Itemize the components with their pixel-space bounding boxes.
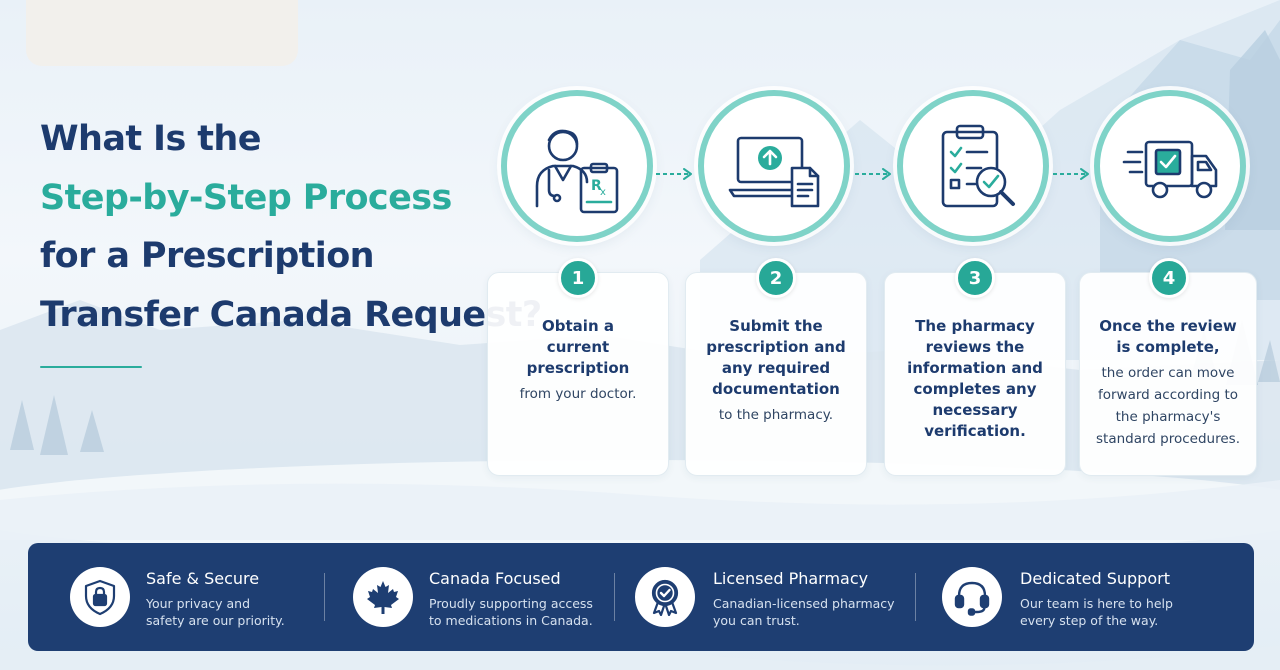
svg-text:x: x	[600, 187, 606, 198]
arrow-right-icon	[1053, 168, 1089, 180]
feature-divider	[915, 573, 916, 621]
step-4-card	[1079, 272, 1257, 476]
step-3-bold-line: verification.	[924, 422, 1026, 440]
feature-icon-circle	[353, 567, 413, 627]
step-4-regular-line: the order can move	[1101, 365, 1235, 381]
award-badge-icon	[651, 579, 679, 616]
step-2-text: Submit the prescription and any required…	[685, 316, 867, 426]
feature-desc-line: to medications in Canada.	[429, 613, 593, 628]
feature-desc-line: Your privacy and	[146, 596, 251, 611]
arrow-right-icon	[656, 168, 692, 180]
feature-title: Dedicated Support	[1020, 569, 1170, 588]
step-2-bold-line: documentation	[712, 380, 840, 398]
step-4-regular-line: forward according to	[1097, 387, 1239, 403]
step-4-regular-line: standard procedures.	[1096, 431, 1240, 447]
headline-line-4: Transfer Canada Request?	[40, 294, 542, 335]
step-2-bold-line: Submit the	[729, 317, 823, 335]
step-2-number-badge: 2	[756, 258, 796, 298]
step-1-bold-line: current prescription	[526, 338, 630, 377]
feature-desc-line: every step of the way.	[1020, 613, 1159, 628]
feature-divider	[614, 573, 615, 621]
feature-description: Our team is here to help every step of t…	[1020, 595, 1173, 629]
arrow-right-icon	[855, 168, 891, 180]
step-2-bold-line: prescription and	[706, 338, 846, 356]
svg-text:R: R	[591, 178, 602, 194]
step-2-bold-line: any required	[721, 359, 831, 377]
step-3-bold-line: information and	[907, 359, 1043, 377]
feature-dedicated-support: Dedicated Support Our team is here to he…	[916, 543, 1254, 651]
step-2-icon-circle	[698, 90, 850, 242]
feature-title: Safe & Secure	[146, 569, 260, 588]
feature-description: Your privacy and safety are our priority…	[146, 595, 285, 629]
delivery-truck-icon	[1122, 140, 1218, 199]
step-1-number-badge: 1	[558, 258, 598, 298]
step-3-text: The pharmacy reviews the information and…	[884, 316, 1066, 442]
feature-divider	[324, 573, 325, 621]
step-1-card	[487, 272, 669, 476]
headline-line-2: Step-by-Step Process	[40, 177, 452, 218]
feature-description: Proudly supporting access to medications…	[429, 595, 593, 629]
step-1-text: Obtain a current prescription from your …	[487, 316, 669, 405]
step-3-bold-line: necessary	[932, 401, 1018, 419]
feature-canada-focused: Canada Focused Proudly supporting access…	[325, 543, 613, 651]
step-3-bold-line: reviews the	[925, 338, 1025, 356]
step-4-bold-line: is complete,	[1116, 338, 1220, 356]
step-3-icon-circle	[897, 90, 1049, 242]
feature-desc-line: Our team is here to help	[1020, 596, 1173, 611]
step-4-regular-line: the pharmacy's	[1115, 409, 1221, 425]
features-bar: Safe & Secure Your privacy and safety ar…	[28, 543, 1254, 651]
feature-desc-line: Proudly supporting access	[429, 596, 593, 611]
top-placeholder-panel	[26, 0, 298, 66]
step-3-bold-line: completes any	[913, 380, 1037, 398]
feature-desc-line: Canadian-licensed pharmacy	[713, 596, 895, 611]
feature-title: Canada Focused	[429, 569, 561, 588]
step-4-icon-circle	[1094, 90, 1246, 242]
clipboard-checklist-search-icon	[941, 124, 1015, 208]
step-1-regular-line: from your doctor.	[519, 386, 637, 402]
step-1-icon-circle: R x	[501, 90, 653, 242]
step-2-regular-line: to the pharmacy.	[718, 407, 834, 423]
feature-title: Licensed Pharmacy	[713, 569, 869, 588]
headset-icon	[954, 581, 990, 616]
feature-desc-line: you can trust.	[713, 613, 800, 628]
step-3-bold-line: The pharmacy	[915, 317, 1035, 335]
laptop-upload-icon	[728, 136, 820, 208]
step-4-number-badge: 4	[1149, 258, 1189, 298]
maple-leaf-icon	[367, 581, 399, 614]
page-headline: What Is the Step-by-Step Process for a P…	[40, 110, 542, 344]
feature-desc-line: safety are our priority.	[146, 613, 285, 628]
headline-divider	[40, 366, 142, 368]
doctor-prescription-icon: R x	[535, 129, 619, 214]
headline-line-1: What Is the	[40, 119, 261, 159]
step-4-bold-line: Once the review	[1099, 317, 1237, 335]
step-1-bold-line: Obtain a	[542, 317, 614, 335]
feature-icon-circle	[635, 567, 695, 627]
feature-description: Canadian-licensed pharmacy you can trust…	[713, 595, 895, 629]
feature-icon-circle	[942, 567, 1002, 627]
headline-line-3: for a Prescription	[40, 236, 375, 276]
shield-lock-icon	[84, 579, 116, 616]
feature-icon-circle	[70, 567, 130, 627]
feature-licensed-pharmacy: Licensed Pharmacy Canadian-licensed phar…	[615, 543, 915, 651]
feature-safe-secure: Safe & Secure Your privacy and safety ar…	[28, 543, 324, 651]
step-4-text: Once the review is complete, the order c…	[1079, 316, 1257, 450]
step-3-number-badge: 3	[955, 258, 995, 298]
